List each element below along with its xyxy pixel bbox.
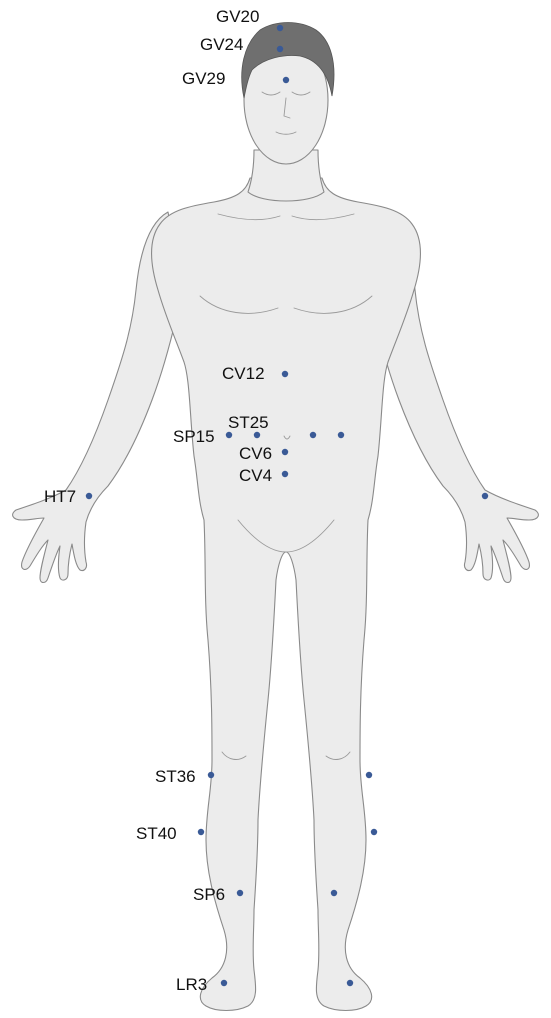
point-cv4 <box>282 471 288 477</box>
point-gv24 <box>277 46 283 52</box>
torso-and-legs <box>152 178 421 1011</box>
label-gv24: GV24 <box>200 35 243 54</box>
label-st36: ST36 <box>155 767 196 786</box>
point-lr3-left <box>221 980 227 986</box>
point-cv6 <box>282 449 288 455</box>
label-cv6: CV6 <box>239 444 272 463</box>
point-sp15-right <box>338 432 344 438</box>
label-gv20: GV20 <box>216 7 259 26</box>
label-ht7: HT7 <box>44 487 76 506</box>
point-gv20 <box>277 25 283 31</box>
label-cv12: CV12 <box>222 364 265 383</box>
label-st25: ST25 <box>228 413 269 432</box>
point-sp6-right <box>331 890 337 896</box>
label-sp15: SP15 <box>173 427 215 446</box>
point-sp15-left <box>226 432 232 438</box>
label-sp6: SP6 <box>193 885 225 904</box>
point-st40-left <box>198 829 204 835</box>
point-ht7-left <box>86 493 92 499</box>
point-st25-left <box>254 432 260 438</box>
point-cv12 <box>282 371 288 377</box>
point-st36-right <box>366 772 372 778</box>
point-st25-right <box>310 432 316 438</box>
point-gv29 <box>283 77 289 83</box>
label-cv4: CV4 <box>239 466 272 485</box>
point-ht7-right <box>482 493 488 499</box>
label-gv29: GV29 <box>182 69 225 88</box>
label-lr3: LR3 <box>176 975 207 994</box>
label-st40: ST40 <box>136 824 177 843</box>
point-lr3-right <box>347 980 353 986</box>
point-st40-right <box>371 829 377 835</box>
point-sp6-left <box>237 890 243 896</box>
point-st36-left <box>208 772 214 778</box>
body-figure <box>13 23 539 1011</box>
